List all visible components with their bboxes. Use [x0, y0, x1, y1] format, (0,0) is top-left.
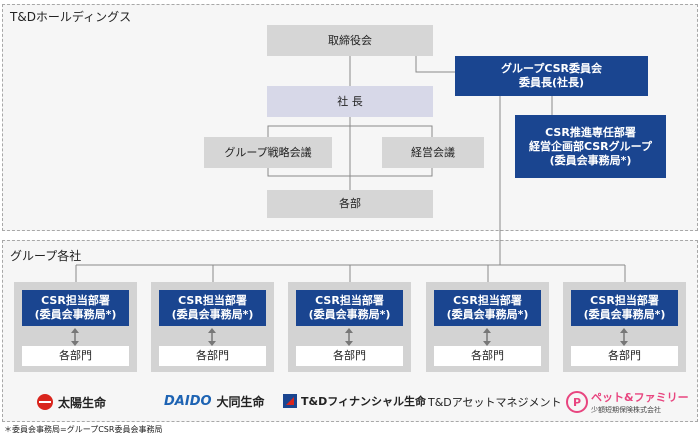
management-meeting-box: 経営会議	[382, 137, 484, 168]
csr-department-line1: CSR担当部署	[590, 294, 659, 307]
csr-department-box: CSR担当部署(委員会事務局*)	[434, 290, 541, 326]
td-financial-life-logo: T&Dフィナンシャル生命	[283, 393, 426, 409]
department-label: 各部門	[608, 349, 641, 362]
daido-mark: DAIDO	[164, 394, 212, 409]
csr-department-box: CSR担当部署(委員会事務局*)	[296, 290, 403, 326]
td-financial-name: T&Dフィナンシャル生命	[301, 395, 427, 408]
csr-department-line1: CSR担当部署	[41, 294, 110, 307]
csr-promotion-group-box: CSR推進専任部署 経営企画部CSRグループ (委員会事務局*)	[515, 115, 666, 178]
department-box: 各部門	[22, 346, 129, 366]
department-box: 各部門	[159, 346, 266, 366]
departments-label: 各部	[339, 197, 361, 210]
group-company-unit: CSR担当部署(委員会事務局*) 各部門	[426, 282, 549, 372]
group-company-unit: CSR担当部署(委員会事務局*) 各部門	[14, 282, 137, 372]
board-of-directors-box: 取締役会	[267, 25, 433, 56]
td-mark-icon	[283, 394, 297, 408]
csr-committee-line1: グループCSR委員会	[500, 62, 602, 75]
double-arrow-icon	[483, 328, 491, 346]
pet-heart-icon: P	[566, 391, 588, 413]
group-strategy-meeting-box: グループ戦略会議	[204, 137, 332, 168]
csr-department-line2: (委員会事務局*)	[308, 308, 391, 321]
csr-department-line2: (委員会事務局*)	[34, 308, 117, 321]
double-arrow-icon	[208, 328, 216, 346]
pet-family-name: ペット&ファミリー	[591, 391, 689, 404]
department-box: 各部門	[571, 346, 678, 366]
csr-department-line1: CSR担当部署	[315, 294, 384, 307]
taiyo-sun-icon	[37, 394, 53, 410]
department-label: 各部門	[196, 349, 229, 362]
csr-department-line2: (委員会事務局*)	[446, 308, 529, 321]
department-label: 各部門	[471, 349, 504, 362]
daido-life-logo: DAIDO 大同生命	[164, 393, 265, 410]
pet-family-logo: P ペット&ファミリー 少額短期保険株式会社	[566, 389, 689, 415]
double-arrow-icon	[620, 328, 628, 346]
board-label: 取締役会	[328, 33, 372, 47]
csr-committee-line2: 委員長(社長)	[518, 76, 585, 89]
double-arrow-icon	[71, 328, 79, 346]
group-strategy-label: グループ戦略会議	[224, 145, 312, 159]
department-box: 各部門	[434, 346, 541, 366]
group-csr-committee-box: グループCSR委員会 委員長(社長)	[455, 56, 648, 96]
csr-department-line2: (委員会事務局*)	[583, 308, 666, 321]
departments-box: 各部	[267, 190, 433, 218]
td-asset-management-logo: T&Dアセットマネジメント	[428, 394, 562, 410]
csr-group-line1: CSR推進専任部署	[545, 125, 636, 139]
department-label: 各部門	[59, 349, 92, 362]
management-label: 経営会議	[411, 145, 455, 159]
csr-group-line3: (委員会事務局*)	[549, 153, 632, 167]
president-label: 社 長	[337, 94, 363, 108]
daido-life-name: 大同生命	[216, 395, 265, 409]
double-arrow-icon	[345, 328, 353, 346]
csr-department-line1: CSR担当部署	[453, 294, 522, 307]
pet-family-subname: 少額短期保険株式会社	[591, 406, 661, 414]
taiyo-life-logo: 太陽生命	[36, 393, 106, 411]
csr-department-box: CSR担当部署(委員会事務局*)	[571, 290, 678, 326]
csr-department-box: CSR担当部署(委員会事務局*)	[159, 290, 266, 326]
csr-department-line1: CSR担当部署	[178, 294, 247, 307]
footnote: ＊委員会事務局=グループCSR委員会事務局	[4, 425, 163, 434]
group-companies-label: グループ各社	[10, 249, 82, 263]
department-label: 各部門	[333, 349, 366, 362]
holdings-label: T&Dホールディングス	[10, 10, 132, 24]
csr-department-line2: (委員会事務局*)	[171, 308, 254, 321]
csr-department-box: CSR担当部署(委員会事務局*)	[22, 290, 129, 326]
group-company-unit: CSR担当部署(委員会事務局*) 各部門	[151, 282, 274, 372]
president-box: 社 長	[267, 86, 433, 117]
csr-group-line2: 経営企画部CSRグループ	[528, 139, 652, 153]
group-company-unit: CSR担当部署(委員会事務局*) 各部門	[288, 282, 411, 372]
department-box: 各部門	[296, 346, 403, 366]
td-asset-name: T&Dアセットマネジメント	[428, 396, 562, 409]
group-company-unit: CSR担当部署(委員会事務局*) 各部門	[563, 282, 686, 372]
taiyo-life-name: 太陽生命	[58, 395, 107, 410]
